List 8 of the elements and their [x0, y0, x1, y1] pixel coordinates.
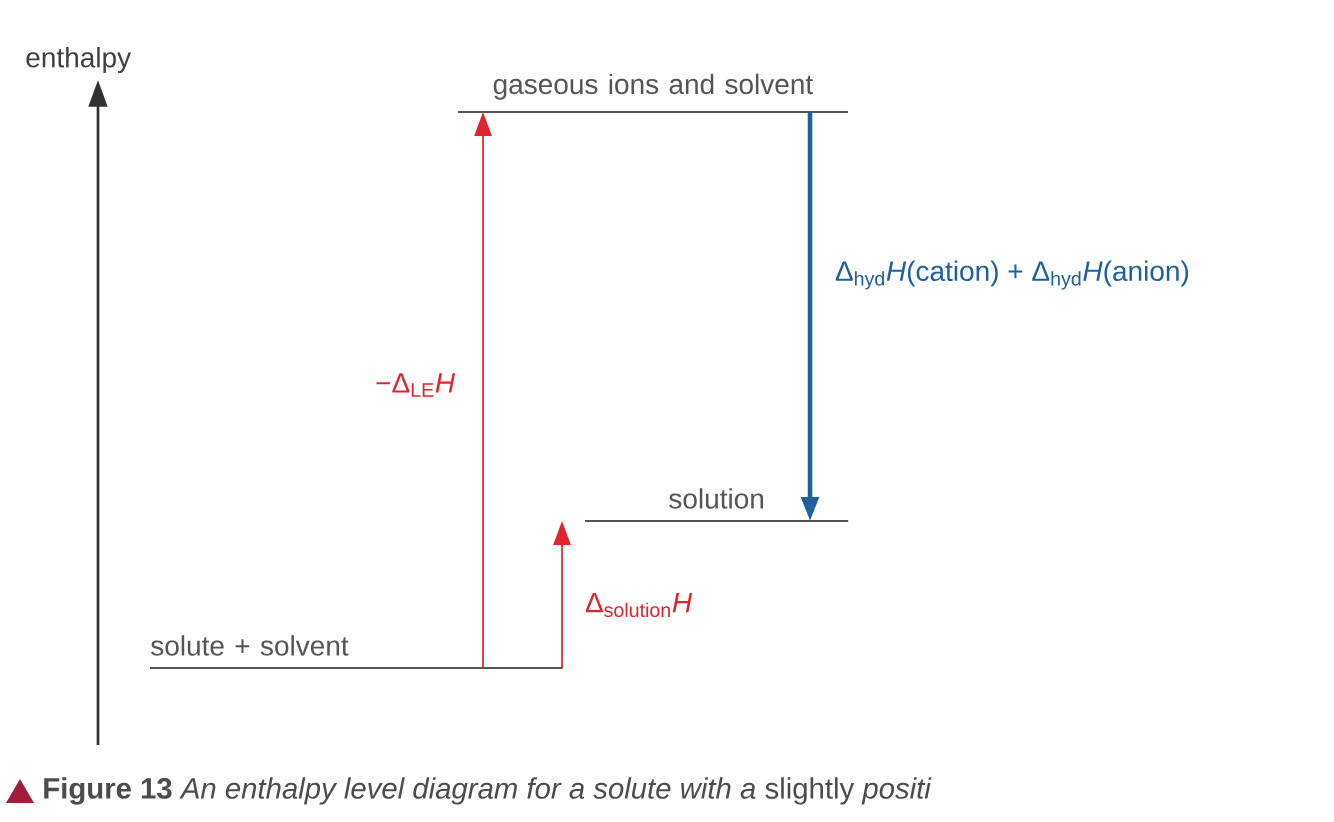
energy-level: gaseous ions and solvent	[458, 73, 848, 114]
axis-label: enthalpy	[26, 46, 132, 74]
caption: Figure 13 An enthalpy level diagram for a solute with a slightly positi	[44, 777, 932, 805]
edge-label: Δ$_{hyd}$H(cation) + Δ$_{hyd}$H(anion)	[832, 257, 1193, 293]
energy-level: solution	[585, 488, 849, 523]
energy-level: solute + solvent	[150, 635, 563, 670]
edge-label: Δ$_{solution}$H	[582, 590, 695, 620]
edge-label: −Δ$_{LE}$H	[372, 370, 458, 400]
